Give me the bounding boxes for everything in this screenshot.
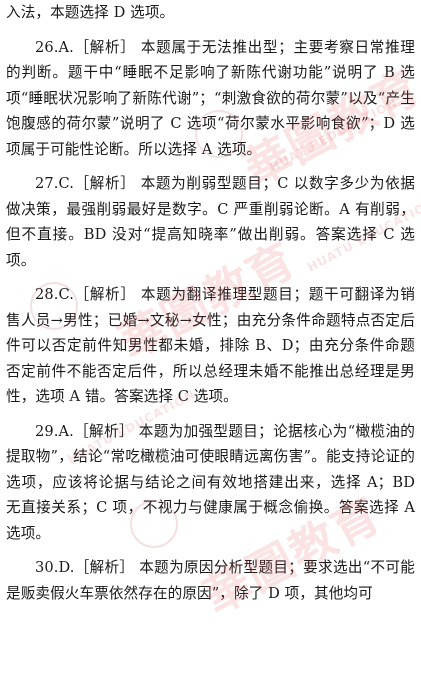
answer-28: 28.C.［解析］ 本题为翻译推理型题目；题干可翻译为销售人员→男性；已婚→文秘… <box>6 286 415 405</box>
paragraph-continuation: 入法，本题选择 D 选项。 <box>6 4 175 21</box>
answer-30: 30.D.［解析］ 本题为原因分析型题目；要求选出“不可能是贩卖假火车票依然存在… <box>6 559 415 602</box>
answer-29: 29.A.［解析］ 本题为加强型题目；论据核心为“橄榄油的提取物”，结论“常吃橄… <box>6 422 415 542</box>
answer-26: 26.A.［解析］ 本题属于无法推出型；主要考察日常推理的判断。题干中“睡眠不足… <box>6 38 415 158</box>
answer-27: 27.C.［解析］ 本题为削弱型题目；C 以数字多少为依据做决策，最强削弱最好是… <box>6 175 415 269</box>
